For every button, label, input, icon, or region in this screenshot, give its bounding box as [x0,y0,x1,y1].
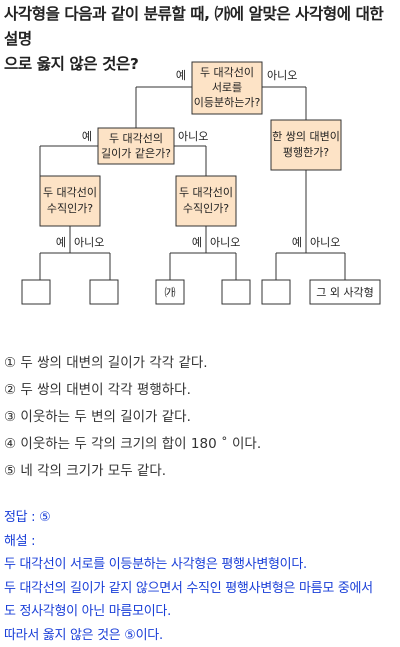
explanation-line-2: 두 대각선의 길이가 같지 않으면서 수직인 평행사변형은 마름모 중에서 [4,580,373,596]
root-no-label: 아니오 [267,69,297,82]
root-node-line-1: 두 대각선이 [200,66,254,79]
option-3[interactable]: ③ 이웃하는 두 변의 길이가 같다. [4,409,191,425]
solution: 정답 : ⑤ 해설 : 두 대각선이 서로를 이등분하는 사각형은 평행사변형이… [4,506,398,647]
left-yes-label: 예 [82,130,92,143]
explanation-heading: 해설 : [4,533,36,549]
ll-no-label: 아니오 [74,236,104,249]
leaf-box-1 [21,279,51,305]
option-2[interactable]: ② 두 쌍의 대변이 각각 평행하다. [4,382,191,398]
leaf-box-5 [261,279,291,305]
lr-yes-label: 예 [192,236,202,249]
option-5[interactable]: ⑤ 네 각의 크기가 모두 같다. [4,463,167,479]
root-node-line-2: 서로를 [212,81,242,94]
flowchart-connectors [39,86,346,280]
leaf-box-other: 그 외 사각형 [309,279,381,305]
root-yes-label: 예 [176,69,186,82]
leaf-box-2 [89,279,119,305]
explanation-line-3: 도 정사각형이 아닌 마름모이다. [4,604,171,619]
explanation-line-4: 따라서 옳지 않은 것은 ⑤이다. [4,627,163,643]
left-right-node: 두 대각선이 수직인가? [175,175,237,227]
right-node: 한 쌍의 대변이 평행한가? [270,119,342,171]
option-1[interactable]: ① 두 쌍의 대변의 길이가 각각 같다. [4,355,208,371]
left-left-node: 두 대각선이 수직인가? [39,175,101,227]
answer-line: 정답 : ⑤ [4,510,51,525]
left-right-node-line-1: 두 대각선이 [179,186,233,199]
question-line-1: 사각형을 다음과 같이 분류할 때, ㈎에 알맞은 사각형에 대한 설명 [4,5,384,48]
classification-flowchart: 두 대각선이 서로를 이등분하는가? 예 아니오 두 대각선의 길이가 같은가?… [21,61,381,305]
root-node: 두 대각선이 서로를 이등분하는가? [191,61,263,115]
left-node-line-1: 두 대각선의 [109,132,163,145]
question: 사각형을 다음과 같이 분류할 때, ㈎에 알맞은 사각형에 대한 설명 으로 … [4,2,396,77]
leaf-box-4 [221,279,251,305]
leaf-box-ga: ㈎ [155,279,185,305]
question-line-2: 으로 옳지 않은 것은? [4,55,139,73]
right-node-line-2: 평행한가? [283,146,329,159]
left-left-node-line-1: 두 대각선이 [43,186,97,199]
answer-options: ① 두 쌍의 대변의 길이가 각각 같다. ② 두 쌍의 대변이 각각 평행하다… [4,350,396,485]
leaf-other-label: 그 외 사각형 [316,286,374,299]
leaf-ga-label: ㈎ [165,286,176,299]
right-no-label: 아니오 [310,236,340,249]
right-node-line-1: 한 쌍의 대변이 [272,130,340,143]
lr-no-label: 아니오 [210,236,240,249]
left-no-label: 아니오 [178,130,208,143]
option-4[interactable]: ④ 이웃하는 두 각의 크기의 합이 180 ˚ 이다. [4,436,262,452]
left-left-node-line-2: 수직인가? [47,202,93,215]
root-node-line-3: 이등분하는가? [194,95,261,109]
right-yes-label: 예 [292,236,302,249]
explanation-line-1: 두 대각선이 서로를 이등분하는 사각형은 평행사변형이다. [4,557,307,572]
ll-yes-label: 예 [56,236,66,249]
left-node: 두 대각선의 길이가 같은가? [97,127,175,165]
left-right-node-line-2: 수직인가? [183,202,229,215]
left-node-line-2: 길이가 같은가? [101,147,171,160]
